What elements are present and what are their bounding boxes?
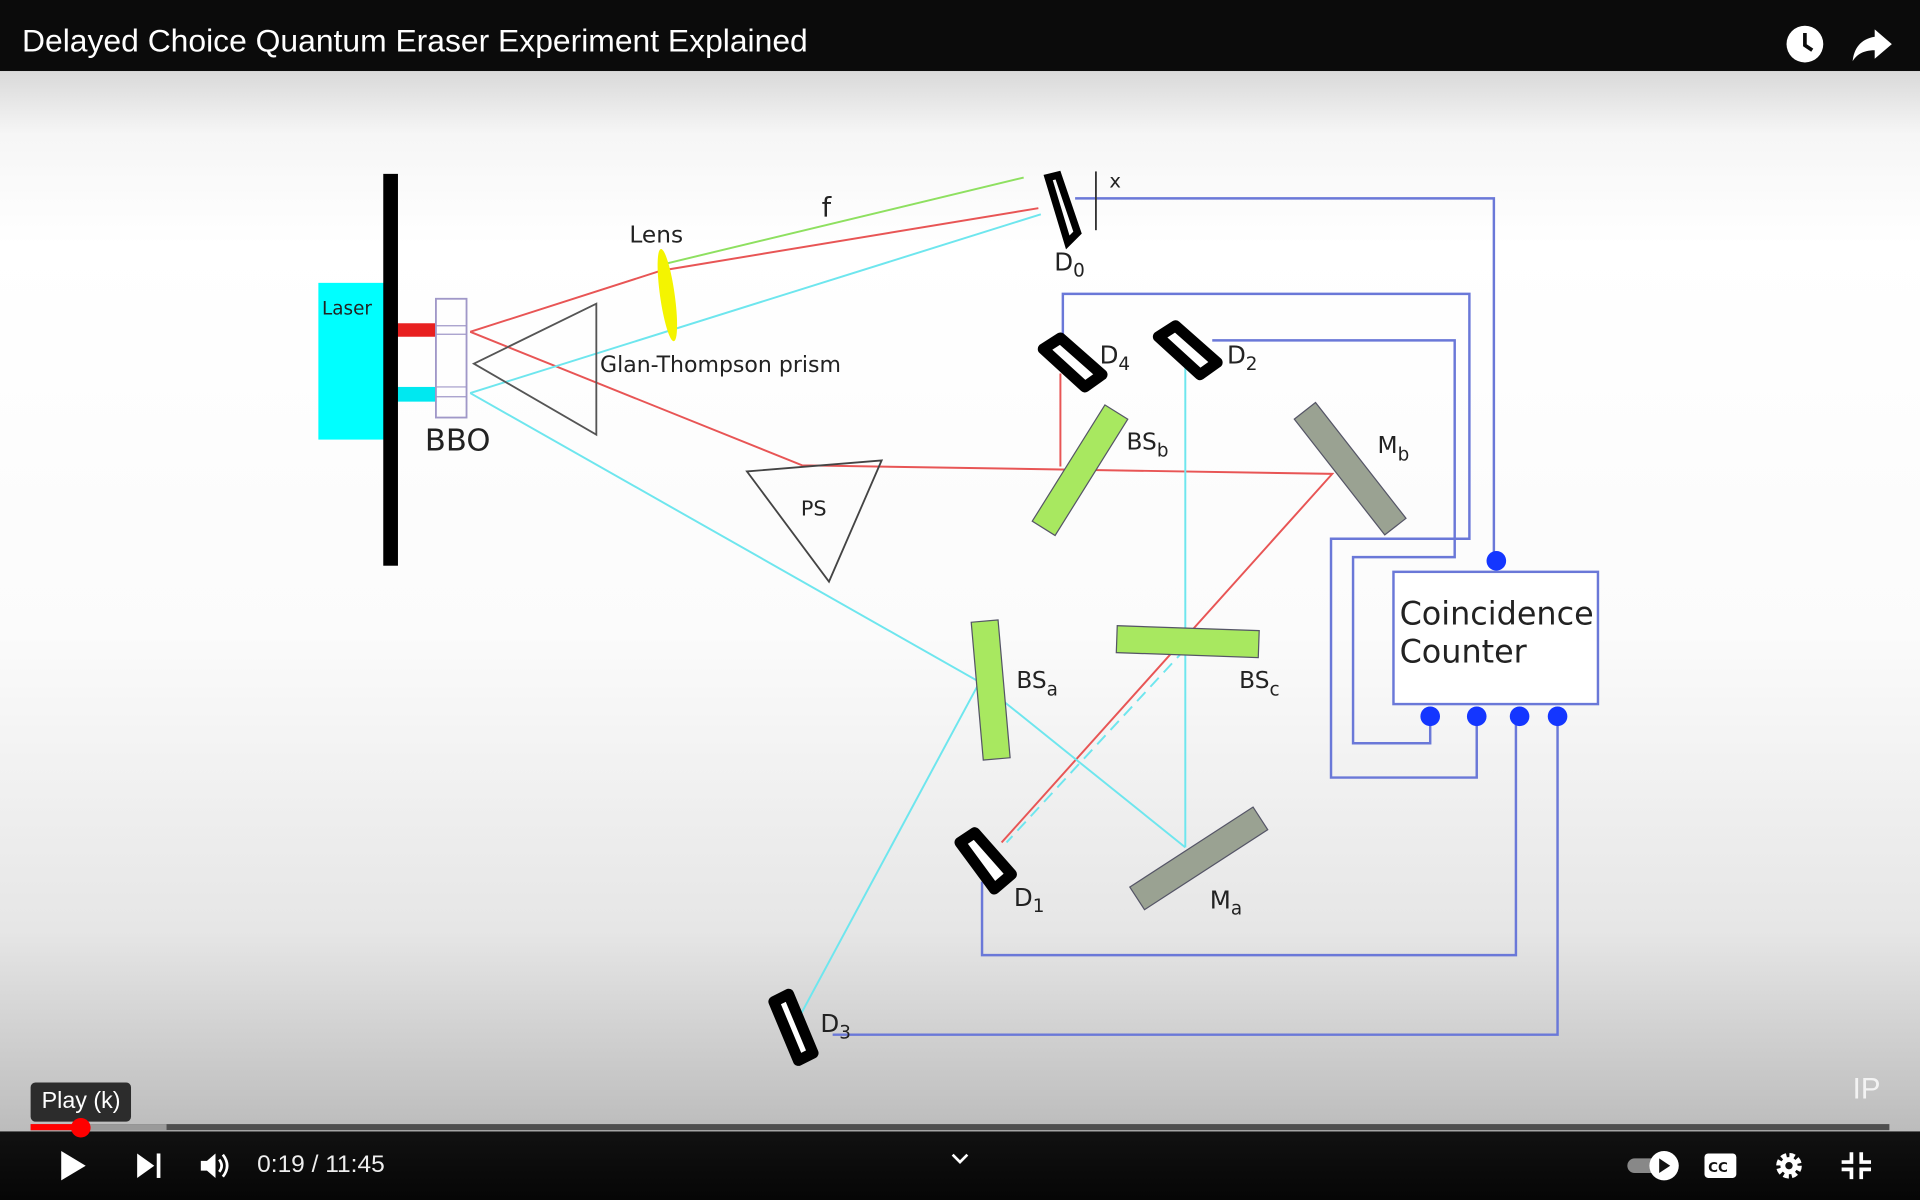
counter-label-1: Coincidence (1400, 594, 1594, 632)
exit-fullscreen-icon[interactable] (1840, 1151, 1872, 1180)
play-icon[interactable] (56, 1149, 88, 1183)
cyan-beam-d0 (469, 213, 1042, 394)
d2-label: D2 (1227, 341, 1258, 375)
counter-port (1466, 706, 1487, 727)
beam-splitter-a (970, 619, 1011, 761)
clock-icon[interactable] (1783, 22, 1827, 66)
volume-icon[interactable] (198, 1150, 232, 1182)
d4-label: D4 (1100, 341, 1131, 375)
detector-d1 (954, 827, 1017, 895)
wire-d4 (1061, 292, 1478, 779)
cc-icon[interactable]: CC (1703, 1152, 1737, 1179)
wire-d1 (980, 716, 1518, 957)
wire-d3 (832, 716, 1559, 1036)
red-beam-upper (469, 207, 1039, 333)
counter-label-2: Counter (1400, 632, 1528, 670)
red-beam-lower (469, 330, 1335, 844)
counter-port (1486, 551, 1507, 571)
mirror-a (1128, 806, 1269, 911)
title-bar: Delayed Choice Quantum Eraser Experiment… (0, 0, 1920, 72)
counter-port (1420, 706, 1441, 727)
share-icon[interactable] (1850, 22, 1894, 66)
video-title[interactable]: Delayed Choice Quantum Eraser Experiment… (22, 22, 808, 59)
detector-d0 (1043, 170, 1082, 250)
glan-thompson-prism (471, 302, 598, 437)
player-controls (0, 1131, 1920, 1200)
focal-label: f (822, 193, 832, 224)
laser-box (318, 282, 390, 440)
detector-d4 (1037, 332, 1108, 393)
progress-bar[interactable] (30, 1124, 1890, 1131)
cyan-beam-d3 (797, 681, 981, 1020)
cyan-pump-beam (389, 386, 436, 402)
laser-label: Laser (322, 299, 372, 320)
scrubber-handle[interactable] (71, 1117, 91, 1138)
svg-text:CC: CC (1708, 1161, 1728, 1176)
time-display: 0:19 / 11:45 (257, 1151, 385, 1178)
mirror-b (1293, 401, 1407, 536)
wire-d0 (1075, 197, 1496, 561)
bbo-crystal (435, 297, 468, 419)
bbo-label: BBO (425, 424, 491, 459)
autoplay-toggle[interactable] (1625, 1150, 1681, 1182)
d1-label: D1 (1014, 883, 1045, 917)
counter-port (1509, 706, 1530, 727)
gear-icon[interactable] (1773, 1150, 1805, 1182)
beam-splitter-c (1115, 625, 1260, 659)
coincidence-counter (1392, 570, 1600, 706)
detector-d3 (768, 988, 819, 1066)
prism-label: Glan-Thompson prism (600, 353, 841, 378)
bsb-label: BSb (1127, 428, 1169, 461)
play-tooltip: Play (k) (30, 1082, 132, 1122)
cyan-beam-dashed (1005, 648, 1187, 844)
lens-label: Lens (629, 221, 683, 248)
detector-d2 (1152, 320, 1223, 381)
watermark: IP (1852, 1072, 1881, 1106)
x-label: x (1109, 169, 1121, 192)
screen-bar (383, 173, 398, 566)
next-icon[interactable] (135, 1152, 164, 1179)
green-beam (667, 176, 1024, 265)
bsc-label: BSc (1239, 667, 1279, 700)
red-pump-beam (389, 323, 436, 337)
played-bar (30, 1124, 81, 1131)
d3-label: D3 (820, 1009, 851, 1043)
d0-label: D0 (1054, 248, 1085, 282)
ps-prism (745, 459, 884, 584)
bsa-label: BSa (1016, 667, 1058, 700)
counter-port (1547, 706, 1568, 727)
ps-label: PS (801, 497, 827, 521)
wire-d2 (1212, 339, 1456, 745)
beam-splitter-b (1031, 404, 1129, 537)
chevron-down-icon[interactable] (950, 1151, 970, 1166)
mb-label: Mb (1378, 432, 1410, 465)
ma-label: Ma (1210, 886, 1242, 920)
lens (657, 249, 678, 342)
buffered-bar (30, 1124, 167, 1131)
